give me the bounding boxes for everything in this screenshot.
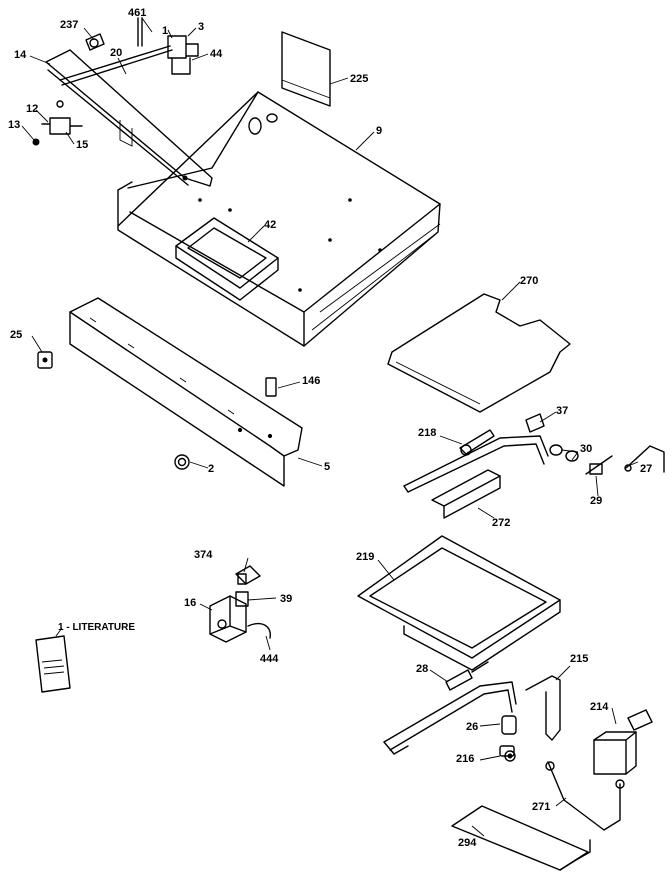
cap-25: [37, 351, 53, 369]
callout-1: 1: [162, 25, 168, 37]
callout-374: 374: [194, 549, 213, 561]
burner-baffle-272: [431, 469, 501, 519]
vent-box-42: [175, 217, 279, 301]
bake-burner-tube: [383, 681, 517, 755]
callout-237: 237: [60, 19, 78, 31]
clip-146: [265, 377, 277, 397]
callout-labels: 237 461 1 3 44 20 14 12 13 15 225 9 42 2…: [8, 7, 652, 849]
callout-12: 12: [26, 103, 38, 115]
callout-27: 27: [640, 463, 652, 475]
burner-box-pan: [117, 91, 441, 347]
callout-216: 216: [456, 753, 474, 765]
front-manifold-panel: [69, 297, 303, 487]
nut-216: [504, 750, 516, 762]
callout-215: 215: [570, 653, 588, 665]
callout-270: 270: [520, 275, 538, 287]
callout-26: 26: [466, 721, 478, 733]
literature-booklet: [35, 635, 71, 693]
orifice-30: [549, 444, 579, 462]
spring-clip-461: [137, 17, 143, 47]
callout-146: 146: [302, 375, 320, 387]
callout-9: 9: [376, 125, 382, 137]
fitting-374: [235, 565, 261, 585]
callout-15: 15: [76, 139, 88, 151]
callout-30: 30: [580, 443, 592, 455]
callout-44: 44: [210, 48, 223, 60]
elbow-444: [247, 622, 271, 639]
callout-271: 271: [532, 801, 550, 813]
tube-271: [545, 761, 625, 831]
electrode-29: [585, 455, 613, 475]
heat-shield-270: [387, 293, 571, 413]
callout-14: 14: [14, 49, 27, 61]
callout-13: 13: [8, 119, 20, 131]
callout-37: 37: [556, 405, 568, 417]
callout-218: 218: [418, 427, 436, 439]
callout-294: 294: [458, 837, 477, 849]
callout-28: 28: [416, 663, 428, 675]
callout-214: 214: [590, 701, 609, 713]
callout-25: 25: [10, 329, 22, 341]
valve-12-15: [32, 100, 83, 146]
callout-42: 42: [264, 219, 276, 231]
callout-3: 3: [198, 21, 204, 33]
leader-lines: [21, 17, 639, 837]
pipe-27: [624, 445, 665, 473]
manifold-pipe: [45, 49, 213, 187]
callout-444: 444: [260, 653, 279, 665]
manifold-rod: [59, 45, 173, 86]
burner-valve-top: [167, 35, 199, 75]
bracket-294: [451, 805, 591, 871]
broil-burner-tube: [403, 435, 549, 493]
broiler-pan-219: [357, 535, 561, 671]
callout-225: 225: [350, 73, 368, 85]
callout-461: 461: [128, 7, 146, 19]
washer-37: [525, 413, 545, 433]
orifice-fitting-237: [85, 33, 105, 51]
bracket-215: [525, 675, 561, 741]
callout-272: 272: [492, 517, 510, 529]
callout-219: 219: [356, 551, 374, 563]
callout-20: 20: [110, 47, 122, 59]
regulator-16: [209, 591, 249, 643]
callout-39: 39: [280, 593, 292, 605]
spacer-26: [499, 715, 517, 757]
callout-5: 5: [324, 461, 330, 473]
grommet-2: [174, 454, 190, 470]
bracket-225: [281, 31, 331, 107]
igniter-28: [445, 661, 489, 691]
valve-214: [593, 709, 653, 775]
callout-29: 29: [590, 495, 602, 507]
callout-2: 2: [208, 463, 214, 475]
callout-16: 16: [184, 597, 196, 609]
igniter-218: [459, 429, 495, 456]
literature-label: 1 - LITERATURE: [58, 622, 135, 633]
